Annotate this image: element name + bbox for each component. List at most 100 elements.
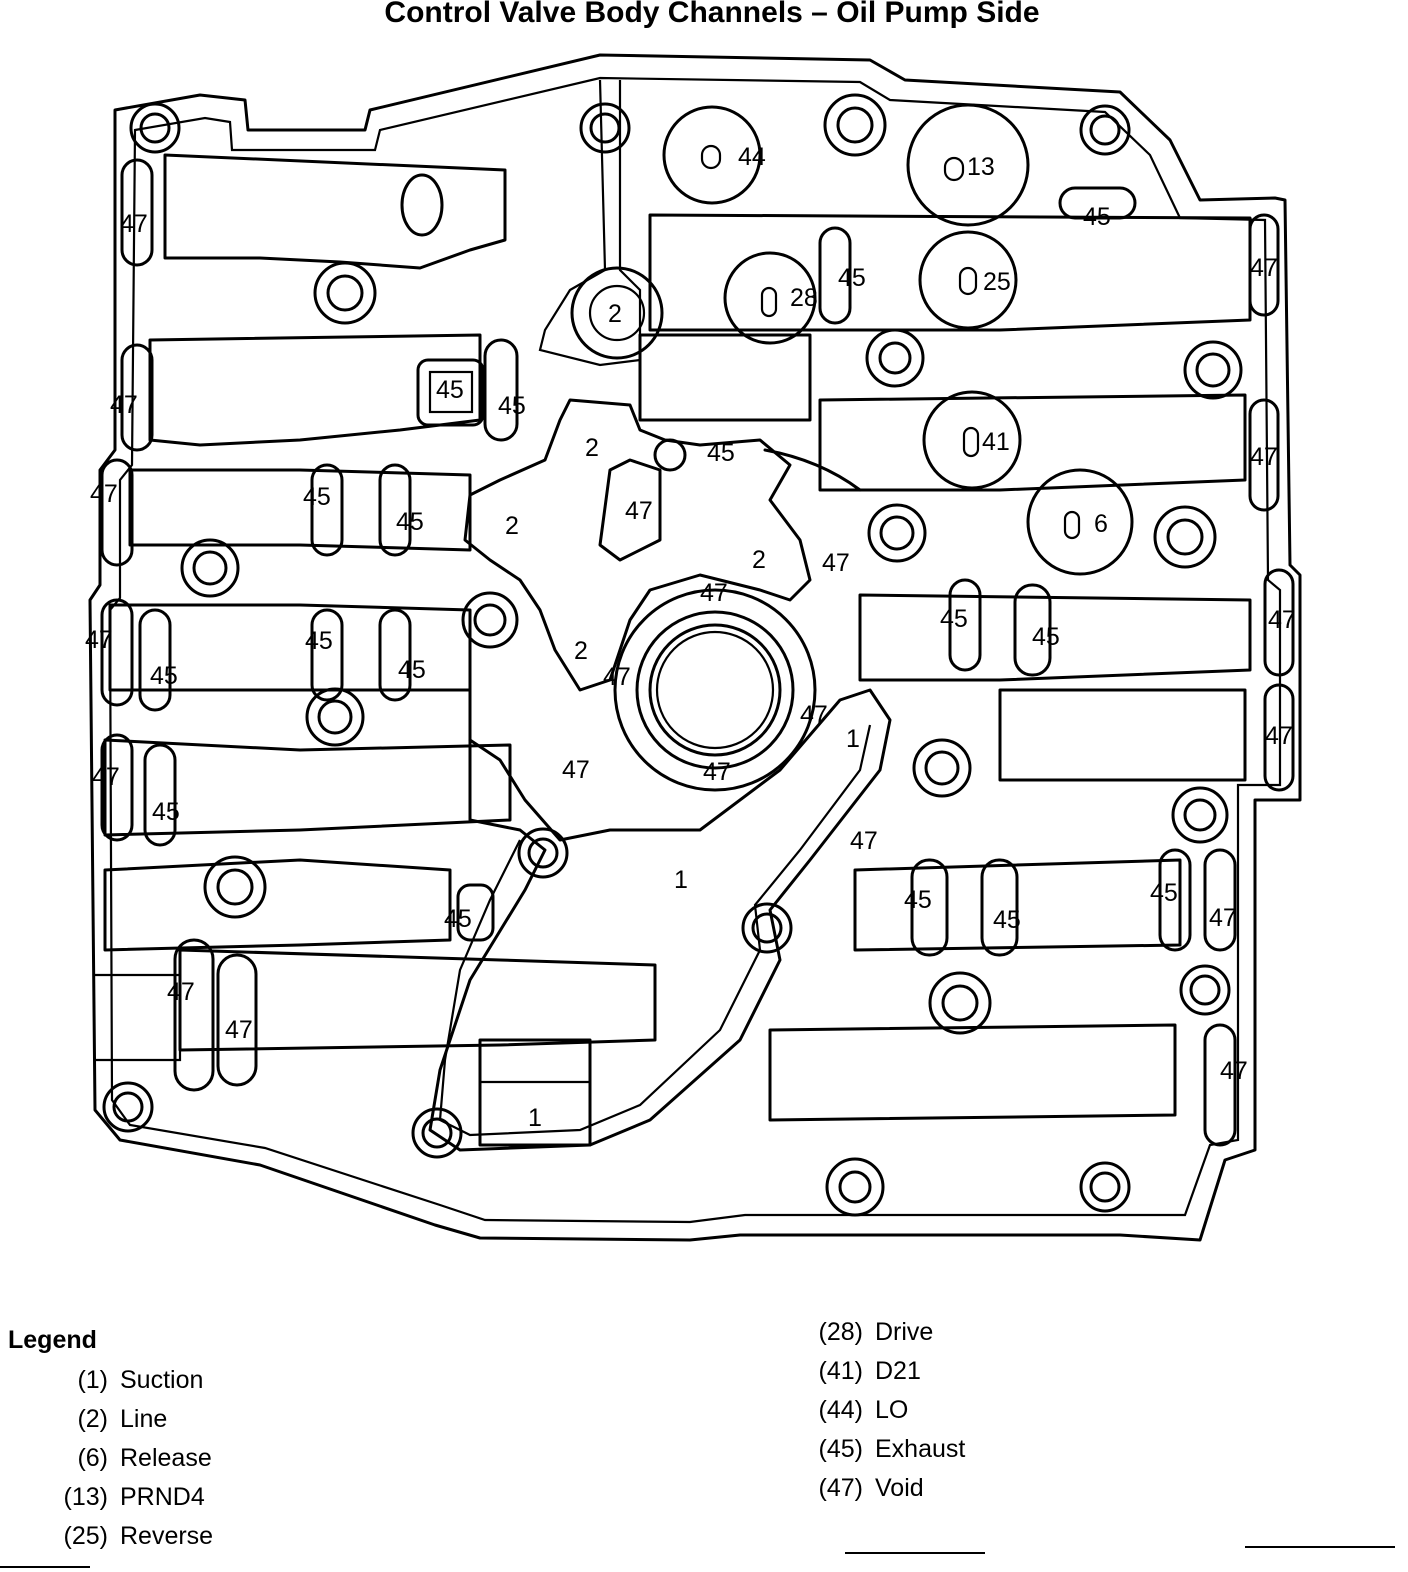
suction-channel-inner — [438, 724, 872, 1137]
suction-box — [478, 1038, 592, 1147]
legend-code: (6) — [77, 1444, 108, 1472]
pump-ring-void — [635, 610, 795, 770]
suction-channel — [428, 668, 892, 1152]
svg-text:47: 47 — [90, 480, 118, 508]
bolt-holes — [102, 93, 1243, 1217]
svg-text:47: 47 — [850, 827, 878, 855]
channel-right-7 — [768, 1023, 1177, 1122]
svg-text:2: 2 — [608, 300, 622, 328]
svg-text:1: 1 — [528, 1104, 542, 1132]
channel-left-8 — [95, 973, 182, 1062]
svg-text:45: 45 — [396, 508, 424, 536]
pump-bore-outer — [648, 623, 782, 757]
legend-code: (44) — [818, 1396, 863, 1424]
svg-text:47: 47 — [822, 549, 850, 577]
port-prnd4 — [906, 103, 1030, 227]
port-line-inner — [588, 284, 646, 342]
legend-name: LO — [875, 1396, 909, 1424]
legend-code: (1) — [77, 1366, 108, 1394]
port-line — [570, 266, 664, 360]
legend-code: (47) — [818, 1474, 863, 1502]
svg-text:45: 45 — [904, 886, 932, 914]
pump-ring-outer — [613, 588, 817, 792]
legend-item-void: (47) Void — [805, 1474, 924, 1503]
svg-text:47: 47 — [1250, 443, 1278, 471]
legend-item-lo: (44) LO — [805, 1396, 909, 1425]
legend-item-exhaust: (45) Exhaust — [805, 1435, 966, 1464]
channel-left-6 — [103, 858, 452, 952]
svg-text:47: 47 — [603, 663, 631, 691]
svg-text:47: 47 — [167, 978, 195, 1006]
legend-name: Void — [875, 1474, 924, 1502]
svg-text:45: 45 — [398, 656, 426, 684]
port-release — [1026, 468, 1134, 576]
svg-text:45: 45 — [152, 798, 180, 826]
port-openings — [700, 144, 1081, 540]
svg-text:13: 13 — [967, 153, 995, 181]
legend-name: D21 — [875, 1357, 921, 1385]
legend-item-line: (2) Line — [58, 1405, 167, 1434]
channel-right-2 — [638, 333, 812, 422]
diagram-title: Control Valve Body Channels – Oil Pump S… — [384, 0, 1039, 29]
legend-item-reverse: (25) Reverse — [58, 1522, 214, 1551]
legend-name: Exhaust — [875, 1435, 966, 1463]
legend-item-suction: (1) Suction — [58, 1366, 203, 1395]
slot-channels — [100, 158, 1295, 1147]
svg-text:45: 45 — [1150, 879, 1178, 907]
svg-text:47: 47 — [1209, 904, 1237, 932]
svg-text:47: 47 — [800, 701, 828, 729]
channel-left-1 — [163, 153, 507, 270]
svg-text:47: 47 — [562, 756, 590, 784]
svg-text:45: 45 — [940, 605, 968, 633]
svg-text:6: 6 — [1094, 510, 1108, 538]
legend-code: (13) — [63, 1483, 108, 1511]
legend-code: (41) — [818, 1357, 863, 1385]
channel-right-5 — [998, 688, 1247, 782]
legend-code: (2) — [77, 1405, 108, 1433]
oval-port — [400, 173, 444, 237]
svg-text:41: 41 — [982, 428, 1010, 456]
arc-channel — [763, 448, 862, 492]
svg-text:28: 28 — [790, 284, 818, 312]
svg-text:45: 45 — [436, 376, 464, 404]
svg-text:47: 47 — [1265, 722, 1293, 750]
channel-right-4 — [858, 593, 1252, 682]
svg-text:47: 47 — [625, 497, 653, 525]
svg-text:47: 47 — [1220, 1057, 1248, 1085]
port-reverse — [918, 230, 1018, 330]
pump-bore-inner — [655, 630, 775, 750]
line-wedge — [598, 458, 662, 562]
svg-text:45: 45 — [303, 483, 331, 511]
outer-outline — [88, 53, 1302, 1242]
line-channel — [463, 398, 812, 692]
svg-text:47: 47 — [120, 210, 148, 238]
legend-code: (25) — [63, 1522, 108, 1550]
footer-rule-middle — [845, 1552, 985, 1554]
channel-right-3 — [818, 393, 1247, 492]
svg-text:1: 1 — [674, 866, 688, 894]
legend-code: (45) — [818, 1435, 863, 1463]
legend-name: Suction — [120, 1366, 204, 1394]
svg-text:47: 47 — [1250, 254, 1278, 282]
channel-left-3 — [128, 468, 472, 552]
channel-labels: 44 13 45 25 28 45 41 6 2 2 2 2 2 47 47 4… — [85, 143, 1296, 1132]
port-d21 — [922, 390, 1022, 490]
svg-text:47: 47 — [1268, 606, 1296, 634]
svg-text:44: 44 — [738, 143, 766, 171]
legend-name: Line — [120, 1405, 168, 1433]
footer-rule-left — [0, 1566, 90, 1568]
port-lo — [662, 105, 762, 205]
svg-text:45: 45 — [498, 392, 526, 420]
svg-text:45: 45 — [444, 905, 472, 933]
svg-text:45: 45 — [993, 906, 1021, 934]
legend-name: Release — [120, 1444, 212, 1472]
svg-text:45: 45 — [150, 662, 178, 690]
svg-text:45: 45 — [838, 264, 866, 292]
legend-name: Reverse — [120, 1522, 214, 1550]
svg-text:47: 47 — [110, 391, 138, 419]
legend-name: Drive — [875, 1318, 934, 1346]
svg-text:1: 1 — [846, 725, 860, 753]
svg-text:47: 47 — [92, 763, 120, 791]
svg-text:47: 47 — [85, 626, 113, 654]
